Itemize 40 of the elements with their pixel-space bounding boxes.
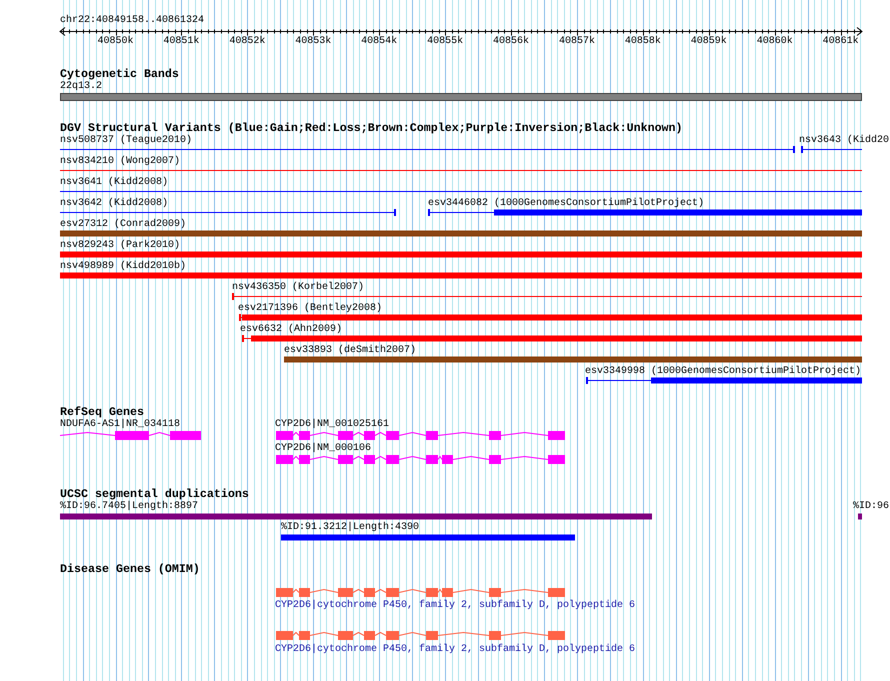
ruler-tick-label: 40856k <box>493 36 530 47</box>
track-title: Disease Genes (OMIM) <box>60 563 200 575</box>
ruler-tick-label: 40851k <box>163 36 200 47</box>
feature-label: CYP2D6|NM_001025161 <box>275 419 390 430</box>
feature-label: nsv436350 (Korbel2007) <box>232 282 364 293</box>
feature-label: %ID:91.3212|Length:4390 <box>281 522 420 533</box>
ruler-tick-label: 40854k <box>361 36 398 47</box>
region-coordinates-label: chr22:40849158..40861324 <box>60 15 204 26</box>
feature-label: CYP2D6|NM_000106 <box>275 443 372 454</box>
feature-label: nsv498989 (Kidd2010b) <box>60 261 186 272</box>
ruler-tick-label: 40858k <box>624 36 661 47</box>
feature-label: NDUFA6-AS1|NR_034118 <box>60 419 180 430</box>
track-title: DGV Structural Variants (Blue:Gain;Red:Loss;Brown:Complex;Purple:Inversion;Black:Unknown) <box>60 122 683 134</box>
ruler-tick-label: 40861k <box>822 36 859 47</box>
ruler-tick-label: 40859k <box>690 36 727 47</box>
ruler-tick-label: 40852k <box>229 36 266 47</box>
ruler-tick-label: 40855k <box>427 36 464 47</box>
ruler-tick-label: 40850k <box>98 36 134 47</box>
feature-label: nsv829243 (Park2010) <box>60 240 180 251</box>
track-title: UCSC segmental duplications <box>60 488 249 500</box>
band-label: 22q13.2 <box>60 81 102 92</box>
feature-label: esv6632 (Ahn2009) <box>240 324 342 335</box>
feature-label: %ID:96.7405|Length:8897 <box>60 501 198 512</box>
feature-label: esv27312 (Conrad2009) <box>60 219 186 230</box>
feature-label: %ID:96 <box>853 501 890 512</box>
feature-label: esv3446082 (1000GenomesConsortiumPilotProject) <box>428 198 704 209</box>
gene-link: CYP2D6|cytochrome P450, family 2, subfamily D, polypeptide 6 <box>275 644 636 655</box>
feature-label: esv2171396 (Bentley2008) <box>238 303 382 314</box>
feature-label: nsv3641 (Kidd2008) <box>60 177 168 188</box>
feature-label: nsv834210 (Wong2007) <box>60 156 180 167</box>
feature-label: nsv3642 (Kidd2008) <box>60 198 168 209</box>
ruler-tick-label: 40857k <box>558 36 595 47</box>
feature-label: esv33893 (deSmith2007) <box>284 345 416 356</box>
feature-label: nsv508737 (Teague2010) <box>60 135 192 146</box>
gene-link: CYP2D6|cytochrome P450, family 2, subfamily D, polypeptide 6 <box>275 600 636 611</box>
ruler-tick-label: 40853k <box>295 36 332 47</box>
track-title: Cytogenetic Bands <box>60 68 179 80</box>
feature-label: nsv3643 (Kidd20 <box>799 135 890 146</box>
ruler-tick-label: 40860k <box>756 36 793 47</box>
feature-label: esv3349998 (1000GenomesConsortiumPilotProject) <box>585 366 862 377</box>
